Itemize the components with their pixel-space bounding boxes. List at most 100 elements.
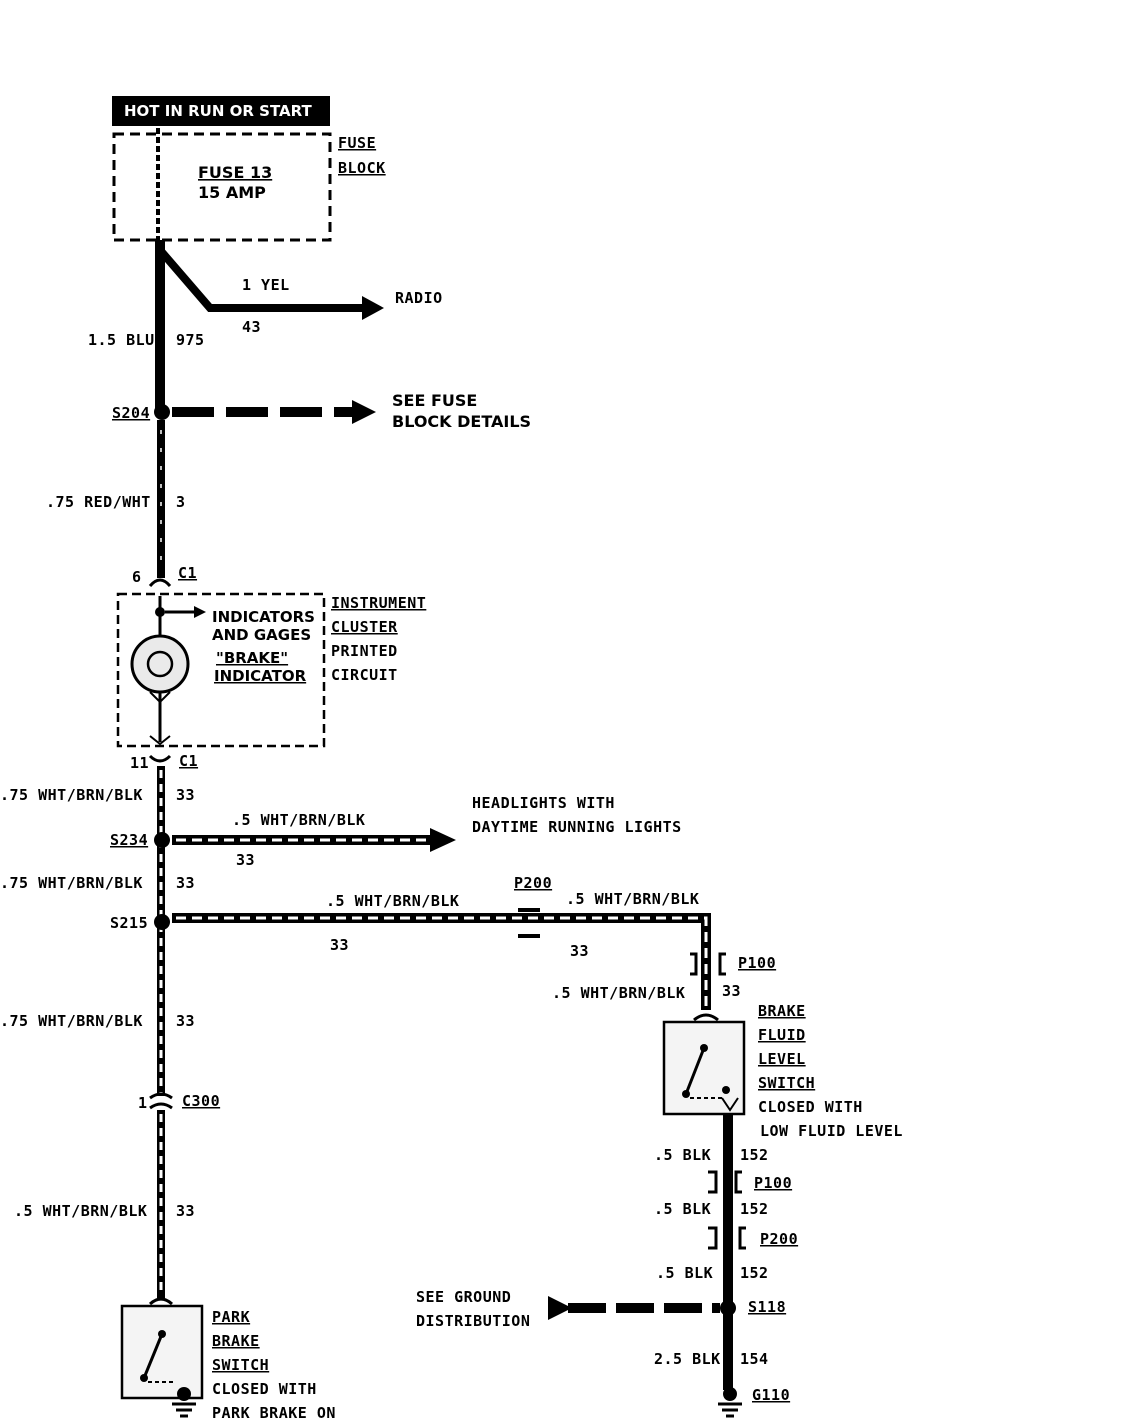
splice-s204: [154, 404, 170, 420]
wire-s215-down-circuit: 33: [176, 1012, 195, 1030]
c300-connector-icon: [149, 1092, 173, 1100]
c1-in-pin: 6: [132, 568, 142, 586]
radio-wire-label: 1 YEL: [242, 276, 290, 294]
splice-s118: [720, 1300, 736, 1316]
p100-lower-connector-icon: [708, 1170, 718, 1194]
s204-note-1: SEE FUSE: [392, 391, 477, 410]
main-feed-wire-label: 1.5 BLU: [88, 331, 155, 349]
wire-s215-down-label: .75 WHT/BRN/BLK: [0, 1012, 143, 1030]
radio-circuit-label: 43: [242, 318, 261, 336]
splice-s215: [154, 914, 170, 930]
radio-destination: RADIO: [395, 289, 443, 307]
pbs-label-3: SWITCH: [212, 1356, 269, 1374]
pbs-label-5: PARK BRAKE ON: [212, 1404, 336, 1422]
ground-circuit-2: 152: [740, 1200, 769, 1218]
s234-branch-wire: [172, 835, 434, 845]
s215-circuit-right: 33: [570, 942, 589, 960]
wire-s234-s215-label: .75 WHT/BRN/BLK: [0, 874, 143, 892]
c1-in-connector-icon: [148, 578, 172, 588]
p200-lower-label: P200: [760, 1230, 798, 1248]
red-wht-wire-label: .75 RED/WHT: [46, 493, 151, 511]
bfl-label-6: LOW FLUID LEVEL: [760, 1122, 903, 1140]
c1-in-label: C1: [178, 564, 197, 582]
brake-indicator-label-1: "BRAKE": [216, 649, 288, 667]
ground-circuit-1: 152: [740, 1146, 769, 1164]
ground-g110-icon: [718, 1387, 742, 1418]
cluster-label-1: INSTRUMENT: [331, 594, 426, 612]
ground-wire-1: .5 BLK: [654, 1146, 711, 1164]
p100-upper-label: P100: [738, 954, 776, 972]
indicators-label-1: INDICATORS: [212, 608, 315, 626]
p200-upper-connector-icon: [518, 908, 540, 912]
g110-label: G110: [752, 1386, 790, 1404]
s234-circuit-label: 33: [236, 851, 255, 869]
c1-out-label: C1: [179, 752, 198, 770]
main-feed-circuit-label: 975: [176, 331, 205, 349]
bfl-label-5: CLOSED WITH: [758, 1098, 863, 1116]
s118-label: S118: [748, 1298, 786, 1316]
pbs-label-4: CLOSED WITH: [212, 1380, 317, 1398]
ground-circuit-4: 154: [740, 1350, 769, 1368]
wire-cluster-s234-circuit: 33: [176, 786, 195, 804]
bfl-label-1: BRAKE: [758, 1002, 806, 1020]
ground-circuit-3: 152: [740, 1264, 769, 1282]
radio-wire: [156, 247, 370, 312]
bfl-label-3: LEVEL: [758, 1050, 806, 1068]
p200-lower-connector-icon: [708, 1226, 718, 1250]
instrument-cluster: INDICATORS AND GAGES "BRAKE" INDICATOR I…: [116, 592, 426, 748]
brake-fluid-level-switch: [662, 1013, 746, 1116]
indicators-arrow-icon: [194, 606, 206, 618]
cluster-label-2: CLUSTER: [331, 618, 398, 636]
s234-dest-2: DAYTIME RUNNING LIGHTS: [472, 818, 682, 836]
s215-wire-right: .5 WHT/BRN/BLK: [566, 890, 699, 908]
pbs-label-1: PARK: [212, 1308, 250, 1326]
power-source-banner: HOT IN RUN OR START: [112, 96, 330, 126]
switch-contact-icon: [684, 1047, 706, 1095]
wire-park-switch-circuit: 33: [176, 1202, 195, 1220]
s118-note-2: DISTRIBUTION: [416, 1312, 530, 1330]
fuse-block-label-1: FUSE: [338, 134, 376, 152]
s215-wire-left: .5 WHT/BRN/BLK: [326, 892, 459, 910]
s215-label: S215: [110, 914, 148, 932]
radio-arrow-icon: [362, 296, 384, 320]
wire-cluster-s234-label: .75 WHT/BRN/BLK: [0, 786, 143, 804]
cluster-label-4: CIRCUIT: [331, 666, 398, 684]
s118-note-1: SEE GROUND: [416, 1288, 511, 1306]
s234-label: S234: [110, 831, 148, 849]
wire-park-switch-label: .5 WHT/BRN/BLK: [14, 1202, 147, 1220]
s204-arrow-icon: [352, 400, 376, 424]
power-source-label: HOT IN RUN OR START: [124, 102, 313, 120]
ground-wire-2: .5 BLK: [654, 1200, 711, 1218]
s234-dest-1: HEADLIGHTS WITH: [472, 794, 615, 812]
s118-arrow-icon: [548, 1296, 572, 1320]
fuse-rating: 15 AMP: [198, 183, 266, 202]
pbs-label-2: BRAKE: [212, 1332, 260, 1350]
bfl-label-2: FLUID: [758, 1026, 806, 1044]
c300-label: C300: [182, 1092, 220, 1110]
s234-wire-label: .5 WHT/BRN/BLK: [232, 811, 365, 829]
c1-out-pin: 11: [130, 754, 149, 772]
p100-upper-wire: .5 WHT/BRN/BLK: [552, 984, 685, 1002]
s234-arrow-icon: [430, 828, 456, 852]
brake-indicator-label-2: INDICATOR: [214, 667, 307, 685]
fuse-block: FUSE 13 15 AMP FUSE BLOCK: [112, 128, 386, 242]
ground-wire-3: .5 BLK: [656, 1264, 713, 1282]
p100-lower-label: P100: [754, 1174, 792, 1192]
cluster-label-3: PRINTED: [331, 642, 398, 660]
wire-s234-s215-circuit: 33: [176, 874, 195, 892]
park-brake-switch: [120, 1297, 204, 1418]
park-switch-contact-icon: [142, 1333, 164, 1379]
p200-upper-label: P200: [514, 874, 552, 892]
p100-upper-connector-icon: [690, 952, 698, 976]
fuse-block-label-2: BLOCK: [338, 159, 386, 177]
bfl-label-4: SWITCH: [758, 1074, 815, 1092]
s215-circuit-left: 33: [330, 936, 349, 954]
red-wht-circuit-label: 3: [176, 493, 186, 511]
brake-indicator-bulb-icon: [130, 634, 190, 694]
s204-note-2: BLOCK DETAILS: [392, 412, 531, 431]
c1-out-connector-icon: [148, 754, 172, 763]
c300-pin: 1: [138, 1094, 148, 1112]
p100-upper-circuit: 33: [722, 982, 741, 1000]
indicators-label-2: AND GAGES: [212, 626, 311, 644]
